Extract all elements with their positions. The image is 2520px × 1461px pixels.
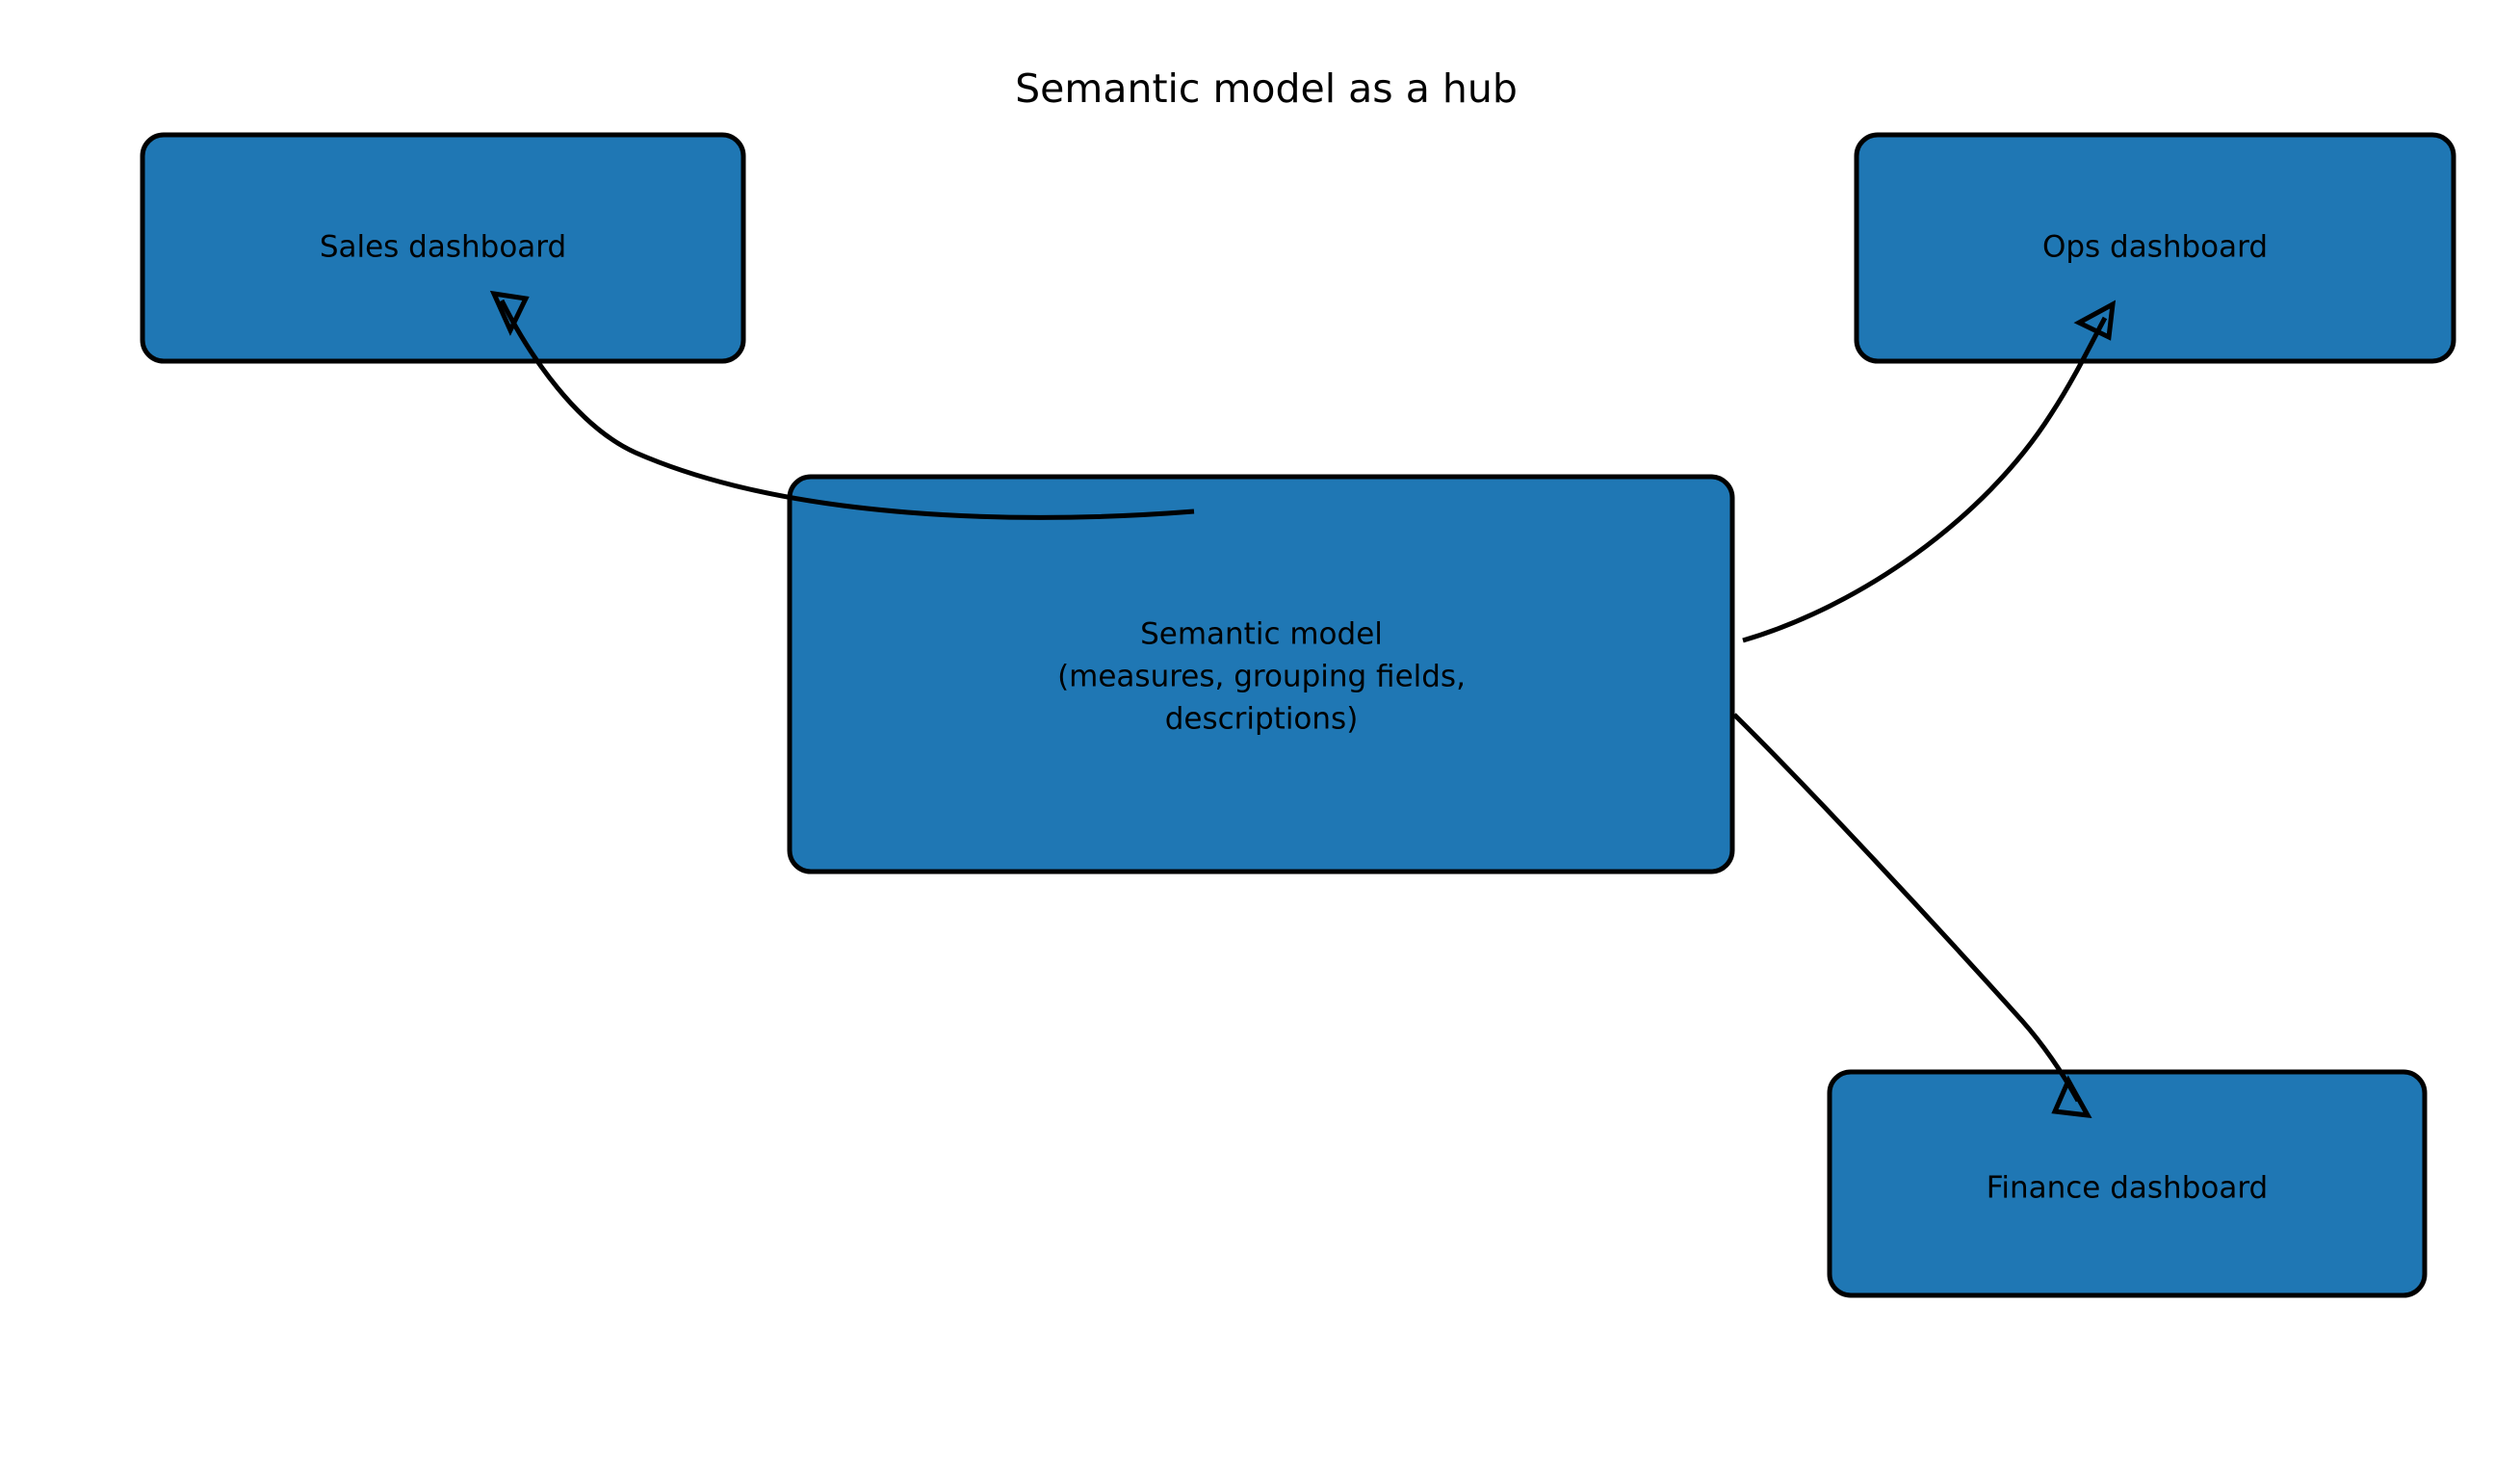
node-semantic-model-label-line2: (measures, grouping fields, xyxy=(1057,660,1466,694)
edge-hub-to-ops-arrowhead xyxy=(2073,300,2117,341)
node-ops-dashboard[interactable]: Ops dashboard xyxy=(1854,132,2456,364)
node-semantic-model-label-line3: descriptions) xyxy=(1165,702,1359,737)
node-ops-dashboard-label: Ops dashboard xyxy=(2042,230,2268,265)
edge-hub-to-finance-path xyxy=(1732,713,2081,1103)
page-title: Semantic model as a hub xyxy=(1015,65,1518,112)
node-sales-dashboard-label: Sales dashboard xyxy=(320,230,566,265)
node-ops-dashboard-box[interactable] xyxy=(1854,132,2456,364)
node-semantic-model[interactable]: Semantic model (measures, grouping field… xyxy=(787,474,1735,874)
edge-hub-to-finance-arrowhead xyxy=(2051,1075,2092,1119)
node-sales-dashboard-box[interactable] xyxy=(140,132,746,364)
node-sales-dashboard[interactable]: Sales dashboard xyxy=(140,132,746,364)
edge-hub-to-sales-arrowhead xyxy=(489,290,530,336)
edge-hub-to-sales-path xyxy=(499,299,1195,520)
node-finance-dashboard[interactable]: Finance dashboard xyxy=(1827,1069,2428,1298)
edge-hub-to-sales xyxy=(489,290,1195,520)
node-semantic-model-box[interactable] xyxy=(787,474,1735,874)
edge-hub-to-ops xyxy=(1742,300,2117,643)
node-semantic-model-label-line1: Semantic model xyxy=(1140,617,1383,652)
edge-hub-to-ops-path xyxy=(1742,316,2108,643)
node-finance-dashboard-label: Finance dashboard xyxy=(1987,1171,2268,1206)
node-finance-dashboard-box[interactable] xyxy=(1827,1069,2428,1298)
edge-hub-to-finance xyxy=(1732,713,2092,1119)
